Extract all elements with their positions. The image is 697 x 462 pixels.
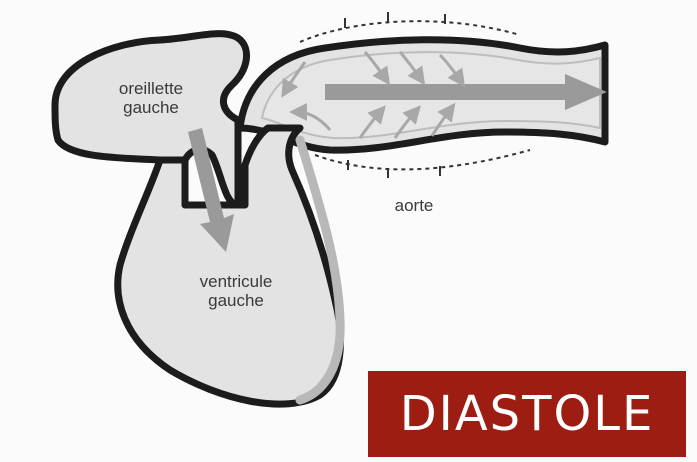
label-left-ventricle-line1: ventricule: [176, 272, 296, 291]
label-aorta: aorte: [384, 196, 444, 215]
diastole-badge: DIASTOLE: [368, 371, 686, 457]
label-left-atrium-line1: oreillette: [96, 79, 206, 98]
label-left-ventricle-line2: gauche: [176, 291, 296, 310]
diastole-title: DIASTOLE: [400, 386, 655, 442]
label-left-atrium: oreillette gauche: [96, 79, 206, 117]
label-left-ventricle: ventricule gauche: [176, 272, 296, 310]
label-left-atrium-line2: gauche: [96, 98, 206, 117]
